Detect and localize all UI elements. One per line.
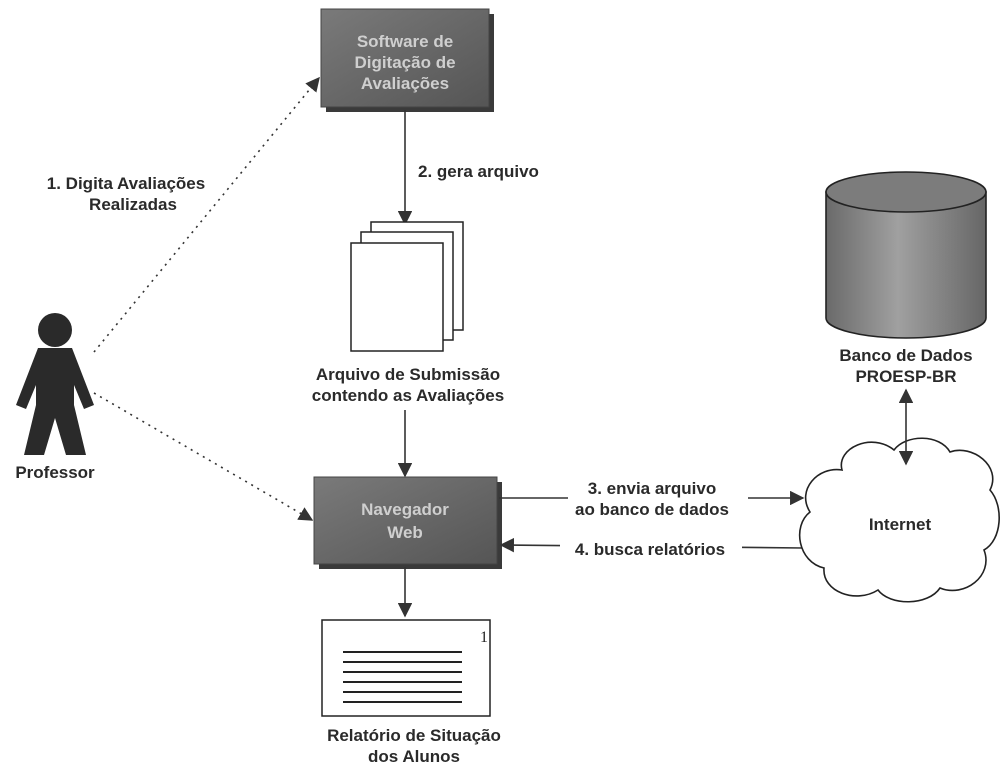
edge-busca-label: 4. busca relatórios — [575, 540, 725, 559]
edge-digita-label-2: Realizadas — [89, 195, 177, 214]
banco-label-2: PROESP-BR — [855, 367, 956, 386]
professor-person-icon — [16, 313, 94, 455]
relatorio-label-2: dos Alunos — [368, 747, 460, 766]
navegador-label-1: Navegador — [361, 500, 449, 519]
edge-envia-label-2: ao banco de dados — [575, 500, 729, 519]
relatorio-page-number: 1 — [480, 629, 488, 646]
internet-cloud-icon — [798, 437, 1000, 603]
software-label-1: Software de — [357, 32, 453, 51]
edge-envia-label-1: 3. envia arquivo — [588, 479, 717, 498]
database-cylinder-icon — [825, 171, 987, 339]
professor-label: Professor — [15, 463, 95, 482]
banco-label-1: Banco de Dados — [839, 346, 972, 365]
arquivo-label-1: Arquivo de Submissão — [316, 365, 500, 384]
document-stack-icon — [350, 221, 464, 352]
edge-digita-label-1: 1. Digita Avaliações — [47, 174, 205, 193]
internet-label: Internet — [869, 515, 932, 534]
relatorio-document-icon — [321, 619, 491, 717]
edge-gera-label: 2. gera arquivo — [418, 162, 539, 181]
relatorio-label-1: Relatório de Situação — [327, 726, 501, 745]
navegador-node: Navegador Web — [313, 476, 502, 569]
software-label-3: Avaliações — [361, 74, 449, 93]
navegador-label-2: Web — [387, 523, 423, 542]
edge-digita-arrow — [93, 76, 320, 353]
software-node: Software de Digitação de Avaliações — [320, 8, 494, 112]
edge-professor-navegador-arrow — [93, 392, 314, 521]
arquivo-label-2: contendo as Avaliações — [312, 386, 504, 405]
software-label-2: Digitação de — [354, 53, 455, 72]
